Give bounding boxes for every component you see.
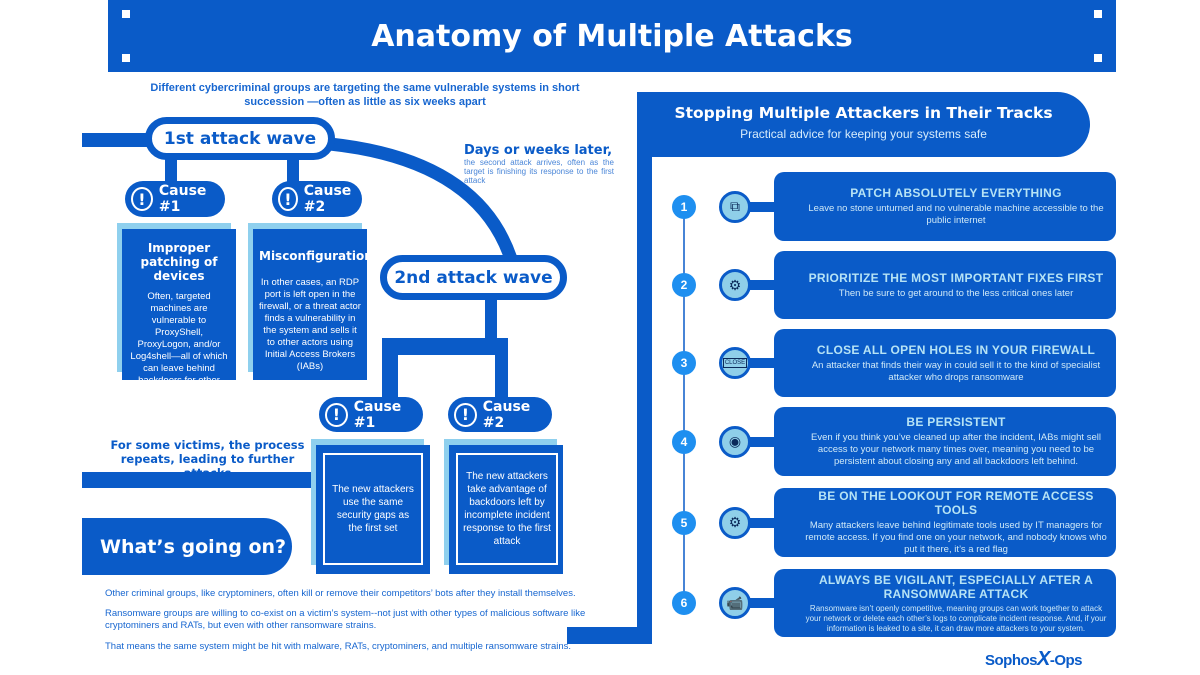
step-number: 2: [672, 273, 696, 297]
corner-square: [1094, 54, 1102, 62]
advice-title: Stopping Multiple Attackers in Their Tra…: [674, 104, 1053, 122]
paragraph: Other criminal groups, like cryptominers…: [105, 588, 576, 599]
advice-item-title: ALWAYS BE VIGILANT, ESPECIALLY AFTER A R…: [818, 572, 1094, 601]
warning-icon: !: [454, 402, 477, 427]
wave1-pill: 1st attack wave: [145, 117, 335, 160]
close-sign-icon: CLOSE: [719, 347, 751, 379]
whats-going-on-banner: What’s going on?: [82, 518, 292, 575]
card-title: Improper patching of devices: [140, 241, 218, 283]
advice-item-text: An attacker that finds their way in coul…: [811, 359, 1101, 383]
wave1-cause2-badge: !Cause #2: [272, 181, 362, 217]
gear-icon: ⚙: [719, 506, 751, 539]
icon-connector: [748, 598, 778, 608]
repeat-bar: [82, 472, 318, 488]
note-heading: Days or weeks later,: [464, 143, 613, 158]
card-text: The new attackers use the same security …: [323, 453, 423, 565]
advice-item-text: Many attackers leave behind legitimate t…: [805, 520, 1107, 555]
priority-icon: ⚙: [719, 269, 751, 301]
wave2-cause1-card: The new attackers use the same security …: [316, 445, 430, 574]
card-text: The new attackers take advantage of back…: [456, 453, 558, 565]
icon-connector: [748, 436, 778, 447]
panel-frame: [567, 627, 652, 644]
warning-icon: !: [131, 187, 153, 211]
card-text: In other cases, an RDP port is left open…: [259, 277, 361, 372]
wave2-fork: [382, 338, 508, 400]
step-number: 6: [672, 591, 696, 615]
badge-label: Cause #2: [482, 398, 531, 431]
wave1-cause2-card: Misconfigurations In other cases, an RDP…: [253, 229, 380, 380]
note-text: the second attack arrives, often as the …: [464, 158, 614, 185]
advice-item-title: PRIORITIZE THE MOST IMPORTANT FIXES FIRS…: [808, 270, 1104, 285]
advice-item-title: CLOSE ALL OPEN HOLES IN YOUR FIREWALL: [816, 342, 1096, 357]
warning-icon: !: [278, 187, 298, 211]
panel-frame: [637, 92, 652, 644]
icon-connector: [748, 517, 778, 528]
intro-text: Different cybercriminal groups are targe…: [150, 82, 580, 108]
advice-item-text: Ransomware isn’t openly competitive, mea…: [805, 603, 1107, 633]
wave2-cause1-badge: !Cause #1: [319, 397, 423, 432]
icon-connector: [748, 358, 778, 368]
advice-item-title: BE PERSISTENT: [906, 415, 1006, 429]
target-icon: ◉: [719, 425, 751, 458]
wave2-cause2-badge: !Cause #2: [448, 397, 552, 432]
corner-square: [1094, 10, 1102, 18]
wave2-cause2-card: The new attackers take advantage of back…: [449, 445, 563, 574]
advice-card: PRIORITIZE THE MOST IMPORTANT FIXES FIRS…: [774, 251, 1116, 319]
badge-label: Cause #1: [353, 398, 402, 431]
patch-icon: ⧉: [719, 190, 751, 223]
step-number: 5: [672, 510, 696, 535]
advice-card: PATCH ABSOLUTELY EVERYTHING Leave no sto…: [774, 172, 1116, 241]
advice-card: BE PERSISTENT Even if you think you’ve c…: [774, 407, 1116, 476]
wave1-cause1-badge: !Cause #1: [125, 181, 225, 217]
left-bar: [82, 133, 152, 147]
icon-connector: [748, 201, 778, 212]
page-title: Anatomy of Multiple Attacks: [371, 18, 853, 54]
card-text: Often, targeted machines are vulnerable …: [130, 291, 228, 398]
advice-item-text: Leave no stone unturned and no vulnerabl…: [808, 203, 1104, 226]
advice-item-text: Then be sure to get around to the less c…: [838, 287, 1074, 299]
badge-label: Cause #1: [158, 183, 207, 215]
advice-card: CLOSE ALL OPEN HOLES IN YOUR FIREWALL An…: [774, 329, 1116, 397]
advice-item-title: BE ON THE LOOKOUT FOR REMOTE ACCESS TOOL…: [818, 489, 1094, 517]
advice-card: BE ON THE LOOKOUT FOR REMOTE ACCESS TOOL…: [774, 488, 1116, 557]
camera-icon: 📹: [719, 587, 751, 619]
corner-square: [122, 10, 130, 18]
connector: [287, 158, 299, 183]
advice-item-title: PATCH ABSOLUTELY EVERYTHING: [850, 186, 1062, 200]
section-heading: What’s going on?: [100, 535, 287, 558]
warning-icon: !: [325, 402, 348, 427]
connector: [485, 298, 497, 340]
sophos-logo: SophosX-Ops: [985, 648, 1083, 670]
repeat-text: For some victims, the process repeats, l…: [110, 438, 305, 480]
wave1-cause1-card: Improper patching of devices Often, targ…: [122, 229, 236, 398]
advice-subtitle: Practical advice for keeping your system…: [740, 127, 987, 141]
icon-connector: [748, 280, 778, 290]
arc-connector: [329, 137, 519, 264]
days-later-note: Days or weeks later, the second attack a…: [464, 143, 614, 185]
badge-label: Cause #2: [303, 183, 352, 215]
card-title: Misconfigurations: [259, 249, 380, 263]
wave2-pill: 2nd attack wave: [380, 255, 567, 300]
title-banner: Anatomy of Multiple Attacks: [108, 0, 1116, 72]
advice-header: Stopping Multiple Attackers in Their Tra…: [637, 92, 1090, 157]
step-number: 1: [672, 194, 696, 219]
advice-card: ALWAYS BE VIGILANT, ESPECIALLY AFTER A R…: [774, 569, 1116, 637]
advice-item-text: Even if you think you’ve cleaned up afte…: [811, 432, 1101, 467]
step-number: 4: [672, 429, 696, 454]
corner-square: [122, 54, 130, 62]
step-number: 3: [672, 351, 696, 375]
icon-label: CLOSE: [722, 358, 748, 368]
paragraph: Ransomware groups are willing to co-exis…: [105, 608, 586, 631]
paragraph: That means the same system might be hit …: [105, 641, 572, 652]
connector: [165, 158, 177, 183]
